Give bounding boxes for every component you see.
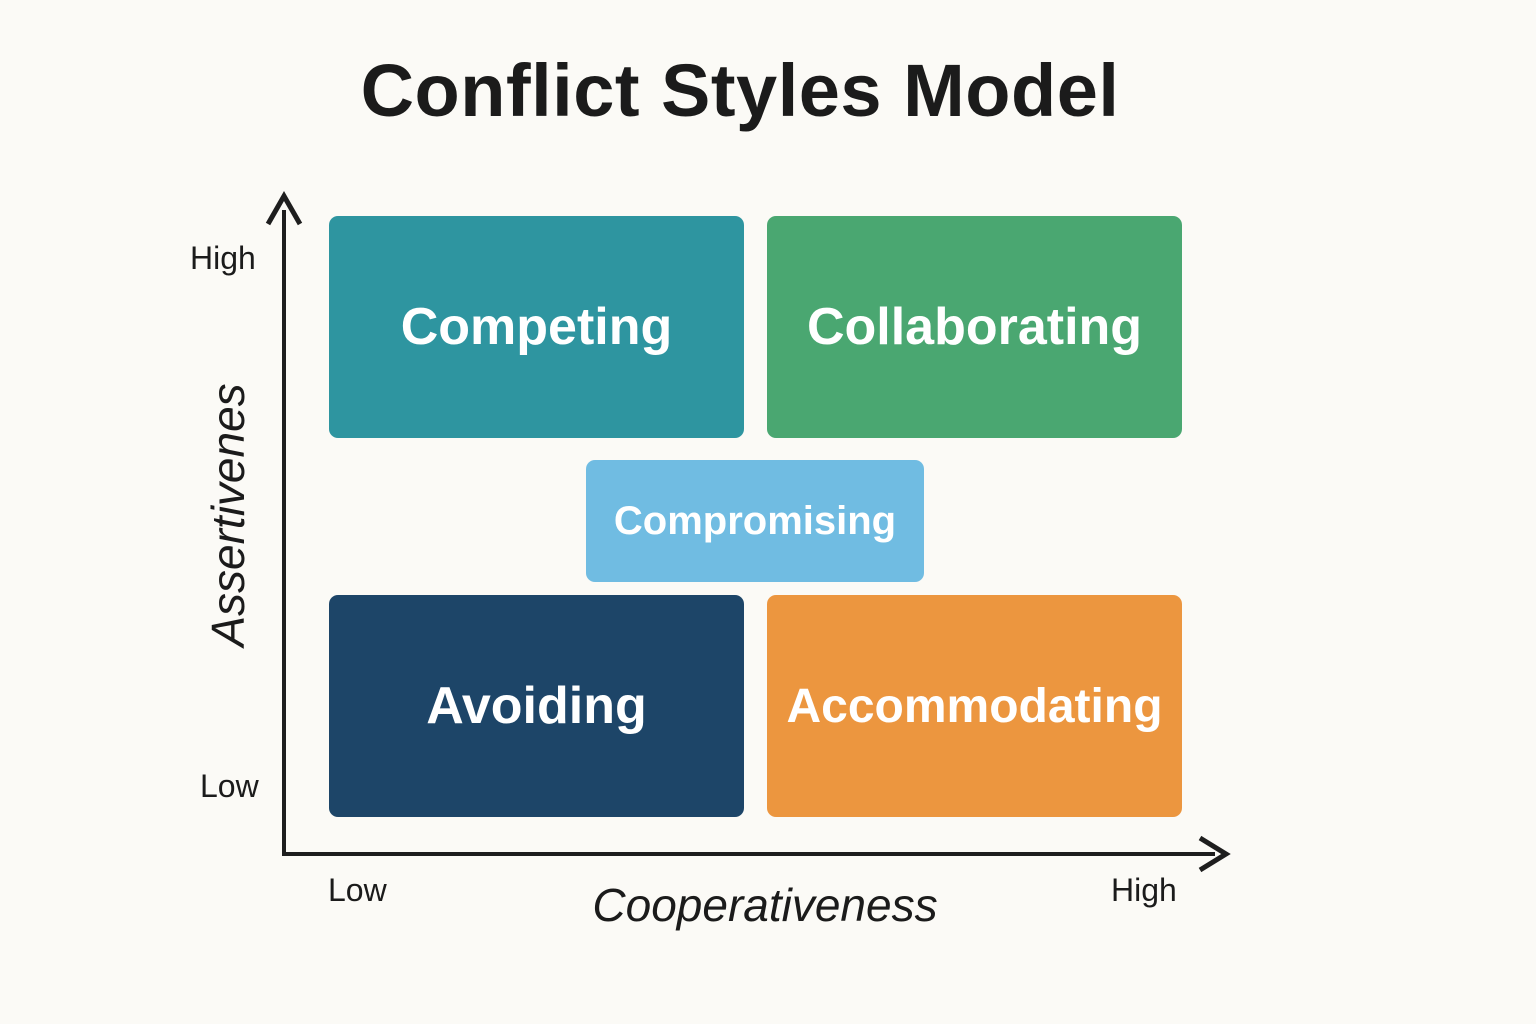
compromising-box: Compromising	[586, 460, 924, 582]
y-axis-arrowhead	[265, 190, 303, 226]
y-axis-low-label: Low	[200, 768, 259, 804]
x-axis-arrowhead	[1198, 835, 1231, 873]
avoiding-label: Avoiding	[426, 677, 647, 735]
y-axis-high-label: High	[190, 240, 256, 276]
competing-label: Competing	[400, 298, 673, 356]
competing-box: Competing	[329, 216, 744, 438]
compromising-label: Compromising	[613, 498, 897, 543]
x-axis-title: Cooperativeness	[592, 879, 938, 931]
collaborating-box: Collaborating	[767, 216, 1182, 438]
accommodating-label: Accommodating	[786, 679, 1163, 733]
x-axis-low-label: Low	[328, 872, 387, 908]
avoiding-box: Avoiding	[329, 595, 744, 817]
collaborating-label: Collaborating	[806, 298, 1143, 356]
y-axis-title: Assertivenes	[202, 383, 254, 647]
diagram-title: Conflict Styles Model	[360, 49, 1120, 132]
x-axis-high-label: High	[1111, 872, 1177, 908]
accommodating-box: Accommodating	[767, 595, 1182, 817]
